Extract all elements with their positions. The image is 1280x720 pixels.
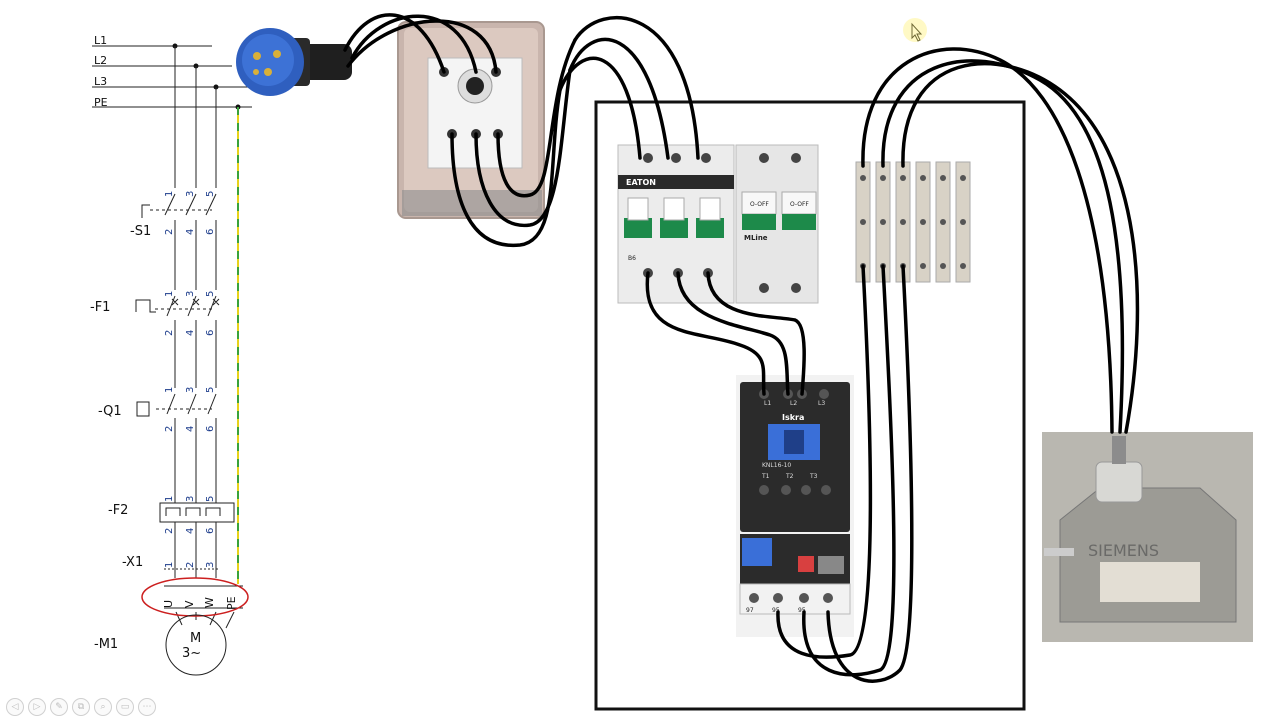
player-controls: ◁ ▷ ✎ ⧉ ⌕ ▭ ⋯ bbox=[6, 698, 156, 716]
motor-symbol-3phase: 3~ bbox=[182, 646, 201, 661]
mcb-rating: B6 bbox=[628, 255, 636, 262]
cee-plug bbox=[236, 28, 352, 96]
x1-term-3: 3 bbox=[205, 562, 216, 568]
terminal-blocks bbox=[855, 161, 971, 283]
phase-conductors bbox=[164, 46, 217, 626]
motor-brand: SIEMENS bbox=[1088, 541, 1159, 560]
q1-term-4: 4 bbox=[185, 426, 196, 432]
highlight-ellipse bbox=[141, 577, 249, 617]
motor-terminal-v: V bbox=[183, 600, 196, 608]
rotary-isolator-box bbox=[397, 21, 545, 219]
q1-term-2: 2 bbox=[164, 426, 175, 432]
overload-term-95a: 95 bbox=[772, 607, 780, 614]
f2-term-3: 3 bbox=[185, 496, 196, 502]
f1-term-3: 3 bbox=[185, 291, 196, 297]
plug-pin-icon bbox=[253, 69, 259, 75]
mcb2-off-label-1: O-OFF bbox=[750, 201, 769, 208]
f2-term-6: 6 bbox=[205, 528, 216, 534]
s1-term-3: 3 bbox=[185, 191, 196, 197]
plug-pin-icon bbox=[273, 50, 281, 58]
overload-term-95b: 95 bbox=[798, 607, 806, 614]
mcb-3-pole: EATON B6 bbox=[617, 144, 735, 304]
f2-term-1: 1 bbox=[164, 496, 175, 502]
zoom-button[interactable]: ⌕ bbox=[94, 698, 112, 716]
motor-terminal-pe: PE bbox=[225, 596, 238, 610]
contactor-model: KNL16-10 bbox=[762, 462, 791, 469]
f1-trip-icon bbox=[135, 299, 156, 313]
device-label-q1: -Q1 bbox=[98, 404, 122, 419]
next-button[interactable]: ▷ bbox=[28, 698, 46, 716]
mcb-brand-label: EATON bbox=[626, 178, 656, 187]
terminal-numbers: 1 3 5 2 4 6 1 3 5 2 4 6 1 3 5 2 4 6 1 3 … bbox=[164, 191, 216, 568]
prev-button[interactable]: ◁ bbox=[6, 698, 24, 716]
wires bbox=[343, 13, 1140, 683]
plug-pin-icon bbox=[264, 68, 272, 76]
s1-term-6: 6 bbox=[205, 229, 216, 235]
motor-terminal-w: W bbox=[203, 597, 216, 608]
mcb2-brand-label: MLine bbox=[744, 234, 768, 242]
contactor-term-t3: T3 bbox=[809, 473, 818, 480]
s1-term-5: 5 bbox=[205, 191, 216, 197]
q1-term-1: 1 bbox=[164, 387, 175, 393]
x1-term-2: 2 bbox=[185, 562, 196, 568]
contactor-brand: Iskra bbox=[782, 413, 804, 422]
device-label-m1: -M1 bbox=[94, 637, 118, 652]
contactor-term-t1: T1 bbox=[761, 473, 770, 480]
f2-term-2: 2 bbox=[164, 528, 175, 534]
motor-symbol bbox=[165, 614, 227, 676]
device-label-x1: -X1 bbox=[122, 555, 143, 570]
motor-symbol-m: M bbox=[190, 631, 201, 646]
f2-overload-block bbox=[159, 502, 235, 523]
f1-cross-marks bbox=[171, 298, 220, 306]
contactor-term-l1: L1 bbox=[764, 400, 771, 407]
s1-term-1: 1 bbox=[164, 191, 175, 197]
schematic: L1 L2 L3 PE bbox=[90, 34, 252, 676]
line-label-pe: PE bbox=[94, 96, 108, 109]
q1-term-6: 6 bbox=[205, 426, 216, 432]
copy-button[interactable]: ⧉ bbox=[72, 698, 90, 716]
f1-term-4: 4 bbox=[185, 330, 196, 336]
mouse-cursor-icon bbox=[911, 22, 923, 42]
overload-term-97: 97 bbox=[746, 607, 754, 614]
motor-terminal-row: U V W PE bbox=[162, 585, 243, 610]
cursor-highlight bbox=[903, 18, 927, 42]
f2-thermal-icon bbox=[165, 507, 221, 516]
pe-to-motor bbox=[225, 611, 235, 629]
f2-term-5: 5 bbox=[205, 496, 216, 502]
f2-term-4: 4 bbox=[185, 528, 196, 534]
s1-handle-icon bbox=[141, 204, 150, 218]
f1-term-5: 5 bbox=[205, 291, 216, 297]
f1-term-1: 1 bbox=[164, 291, 175, 297]
screen-button[interactable]: ▭ bbox=[116, 698, 134, 716]
line-label-l3: L3 bbox=[94, 75, 107, 88]
s1-term-4: 4 bbox=[185, 229, 196, 235]
contactor-term-l3: L3 bbox=[818, 400, 825, 407]
f1-term-6: 6 bbox=[205, 330, 216, 336]
q1-term-5: 5 bbox=[205, 387, 216, 393]
mcb2-off-label-2: O-OFF bbox=[790, 201, 809, 208]
contactor-term-l2: L2 bbox=[790, 400, 797, 407]
motor-terminal-u: U bbox=[162, 600, 175, 608]
q1-term-3: 3 bbox=[185, 387, 196, 393]
q1-coil-icon bbox=[136, 401, 150, 417]
device-label-f1: -F1 bbox=[90, 300, 110, 315]
device-label-f2: -F2 bbox=[108, 503, 128, 518]
x1-term-1: 1 bbox=[164, 562, 175, 568]
contactor: Iskra KNL16-10 L1 L2 L3 T1 T2 T3 97 95 9… bbox=[736, 375, 854, 637]
line-label-l2: L2 bbox=[94, 54, 107, 67]
contactor-term-t2: T2 bbox=[785, 473, 794, 480]
mcb-2-pole: O-OFF O-OFF MLine bbox=[735, 144, 819, 304]
cabinet-outline bbox=[594, 100, 1026, 711]
pen-button[interactable]: ✎ bbox=[50, 698, 68, 716]
motor-photo: SIEMENS bbox=[1042, 432, 1253, 642]
s1-term-2: 2 bbox=[164, 229, 175, 235]
plug-pin-icon bbox=[253, 52, 261, 60]
more-button[interactable]: ⋯ bbox=[138, 698, 156, 716]
device-label-s1: -S1 bbox=[130, 224, 151, 239]
line-label-l1: L1 bbox=[94, 34, 107, 47]
f1-term-2: 2 bbox=[164, 330, 175, 336]
